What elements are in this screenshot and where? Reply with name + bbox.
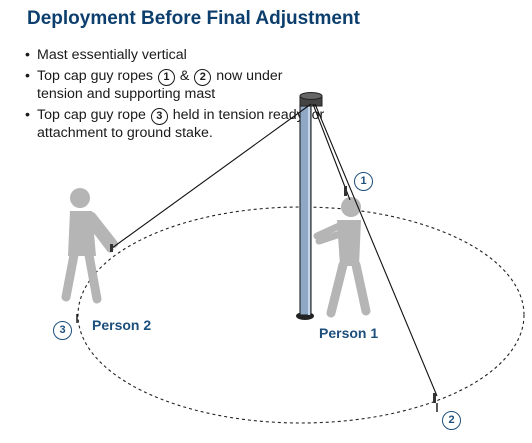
- guy-rope-2: [314, 103, 438, 397]
- person-2-figure: [61, 188, 118, 304]
- tensioner-3: [110, 244, 113, 252]
- bullet-text: Top cap guy ropes: [37, 68, 153, 84]
- person-1-figure: [313, 197, 371, 318]
- mast: [296, 92, 323, 320]
- person-1-label: Person 1: [319, 325, 379, 341]
- tensioner-1: [344, 186, 347, 196]
- guy-rope-1: [312, 103, 351, 201]
- rope-1-marker: 1: [354, 172, 373, 191]
- bullet-ropes-tension: Top cap guy ropes 1 & 2 now under tensio…: [25, 68, 325, 103]
- bullet-text: Mast essentially vertical: [37, 47, 187, 63]
- guy-rope-3: [111, 103, 312, 249]
- bullet-text: now under tension and supporting mast: [37, 68, 283, 102]
- rope-3-marker: 3: [53, 321, 72, 340]
- bullet-text: &: [179, 68, 190, 84]
- bullet-text: Top cap guy rope: [37, 107, 146, 123]
- ground-circle: [77, 206, 525, 424]
- instruction-list: Mast essentially vertical Top cap guy ro…: [25, 47, 325, 146]
- person-2-label: Person 2: [92, 317, 152, 333]
- tensioner-2: [433, 393, 436, 403]
- rope-2-marker: 2: [442, 411, 461, 430]
- diagram-title: Deployment Before Final Adjustment: [27, 8, 360, 29]
- bullet-rope-held: Top cap guy rope 3 held in tension ready…: [25, 107, 325, 142]
- bullet-text: held in tension ready for attachment to …: [37, 107, 325, 141]
- bullet-mast-vertical: Mast essentially vertical: [25, 47, 325, 64]
